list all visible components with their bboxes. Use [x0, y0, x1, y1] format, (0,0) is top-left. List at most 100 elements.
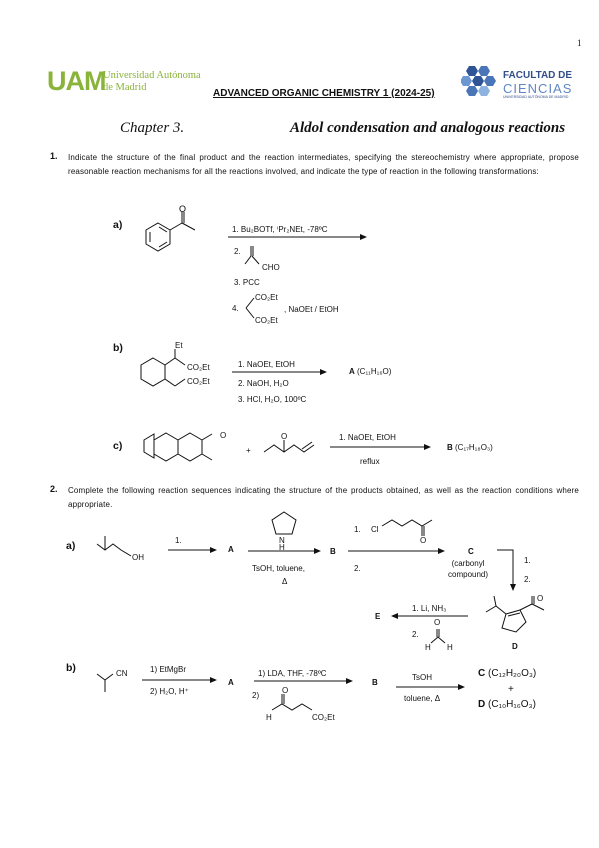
q2b-B: B: [372, 678, 378, 687]
q2a-E: E: [375, 612, 381, 621]
q2b-A: A: [228, 678, 234, 687]
tetralone-dioxole-structure: [143, 432, 213, 462]
q1b-co2et-2: CO₂Et: [187, 377, 210, 386]
q2b-step1: 1) EtMgBr: [150, 665, 187, 674]
q2a-e-step2: 2.: [412, 630, 419, 639]
q1b-step2: 2. NaOH, H₂O: [238, 379, 289, 388]
course-name: ADVANCED ORGANIC CHEMISTRY 1: [213, 88, 389, 99]
q2a-arrow-1: [168, 547, 217, 553]
q2b-C-formula: (C₁₂H₂₀O₃): [488, 668, 537, 679]
q2a-arrow-3: [348, 548, 445, 554]
q1c-reagent-o: O: [281, 432, 288, 441]
q1a-label: a): [113, 219, 123, 231]
q1c-product-formula: (C₁₇H₁₈O₃): [455, 443, 493, 452]
propiophenone-structure: O: [145, 205, 196, 252]
university-name-line2: de Madrid: [103, 82, 147, 93]
q2a-formaldehyde-o: O: [434, 618, 441, 627]
q1a-step2: 2.: [234, 247, 241, 256]
question1-text: Indicate the structure of the final prod…: [68, 153, 579, 176]
q2b-aldehyde-co2et: CO₂Et: [312, 713, 335, 722]
q2a-formaldehyde-h1: H: [425, 643, 431, 652]
q2a-c-note: (carbonyl compound): [448, 558, 488, 580]
q2a-step-to-c-2: 2.: [354, 564, 361, 573]
q1b-reaction-arrow: [232, 369, 327, 375]
isoamyl-alcohol-structure: [96, 536, 132, 557]
q1c-product-letter: B: [447, 443, 453, 452]
q2b-toluene: toluene, Δ: [404, 694, 441, 703]
q2a-step-to-a: 1.: [175, 536, 182, 545]
q2a-oh: OH: [132, 553, 144, 562]
q1c-product: B (C₁₇H₁₈O₃): [447, 442, 493, 453]
q1a-co2et-bottom: CO₂Et: [255, 316, 278, 325]
q2a-amine-n: N: [279, 536, 285, 545]
uam-logo: UAM: [47, 66, 106, 96]
q2a-D: D: [512, 642, 518, 651]
university-name: Universidad Autónoma de Madrid: [103, 70, 201, 94]
vinyl-ketone-structure: [263, 440, 315, 453]
q2b-product-c: C (C₁₂H₂₀O₃): [478, 668, 536, 679]
q1b-product-formula: (C₁₁H₁₆O): [357, 367, 392, 376]
q2a-delta: Δ: [282, 577, 288, 586]
q1b-label: b): [113, 342, 123, 354]
q2b-aldehyde-h: H: [266, 713, 272, 722]
q2a-ketone-o: O: [420, 536, 427, 545]
isobutyronitrile-structure: [96, 673, 114, 692]
q1c-step2: reflux: [360, 457, 380, 466]
q1b-product-letter: A: [349, 367, 355, 376]
university-name-line1: Universidad Autónoma: [103, 70, 201, 81]
pyrrolidine-structure: [271, 511, 297, 535]
question1-number: 1.: [50, 151, 58, 161]
q1c-label: c): [113, 440, 123, 452]
faculty-name: FACULTAD DE: [503, 70, 573, 81]
q2a-d-o: O: [537, 594, 544, 603]
q2b-step2b: 2): [252, 691, 260, 700]
malonate-structure: [245, 297, 255, 319]
chapter-label: Chapter 3.: [120, 120, 185, 136]
q2b-plus: +: [508, 684, 514, 695]
q1b-co2et-1: CO₂Et: [187, 363, 210, 372]
course-year: (2024-25): [391, 88, 435, 99]
faculty-ciencias: CIENCIAS: [503, 81, 573, 96]
cyclopentenyl-ketone-structure: [485, 596, 545, 633]
formaldehyde-structure: [430, 629, 446, 644]
q2b-C: C: [478, 668, 486, 679]
q2a-down-2: 2.: [524, 575, 531, 584]
q2a-arrow-down: [497, 549, 516, 591]
q2b-arrow-2: [254, 678, 353, 684]
question2-text: Complete the following reaction sequence…: [68, 486, 579, 509]
q2b-tsoh: TsOH: [412, 673, 432, 682]
q1a-co2et-top: CO₂Et: [255, 293, 278, 302]
q1a-step4: 4.: [232, 304, 239, 313]
q1b-et: Et: [175, 341, 183, 350]
aldehyde-ester-structure: [271, 694, 313, 711]
methacrolein-structure: [244, 246, 260, 265]
faculty-subtitle: UNIVERSIDAD AUTÓNOMA DE MADRID: [503, 95, 569, 99]
q2a-B: B: [330, 547, 336, 556]
q2a-c-note-1: (carbonyl: [451, 559, 485, 568]
q2a-amine-h: H: [279, 543, 285, 552]
q1c-ketone-o: O: [220, 431, 227, 440]
q1a-reaction-arrow: [228, 234, 367, 240]
q2a-step-to-c-1: 1.: [354, 525, 361, 534]
q2b-cn: CN: [116, 669, 128, 678]
q2a-C: C: [468, 547, 474, 556]
q2b-product-d: D (C₁₀H₁₆O₃): [478, 699, 536, 710]
q2b-aldehyde-o: O: [282, 686, 289, 695]
course-title: ADVANCED ORGANIC CHEMISTRY 1 (2024-25): [213, 88, 435, 99]
q2a-cl: Cl: [371, 525, 379, 534]
q1c-step1: 1. NaOEt, EtOH: [339, 433, 396, 442]
chloropentanone-structure: [381, 519, 433, 536]
q2b-step2: 2) H₂O, H⁺: [150, 687, 189, 696]
question2-number: 2.: [50, 484, 58, 494]
q2a-arrow-back: [391, 613, 468, 619]
q2b-lda: 1) LDA, THF, -78ºC: [258, 669, 327, 678]
q1a-step1: 1. Bu₂BOTf, ⁱPr₂NEt, -78ºC: [232, 225, 328, 234]
q2a-A: A: [228, 545, 234, 554]
q1a-step3: 3. PCC: [234, 278, 260, 287]
q2a-down-1: 1.: [524, 556, 531, 565]
q1c-reaction-arrow: [330, 444, 431, 450]
q2a-c-note-2: compound): [448, 570, 489, 579]
q2a-e-step1: 1. Li, NH₃: [412, 604, 447, 613]
faculty-logo-icon: [461, 66, 496, 96]
q1b-step3: 3. HCl, H₂O, 100ºC: [238, 395, 307, 404]
